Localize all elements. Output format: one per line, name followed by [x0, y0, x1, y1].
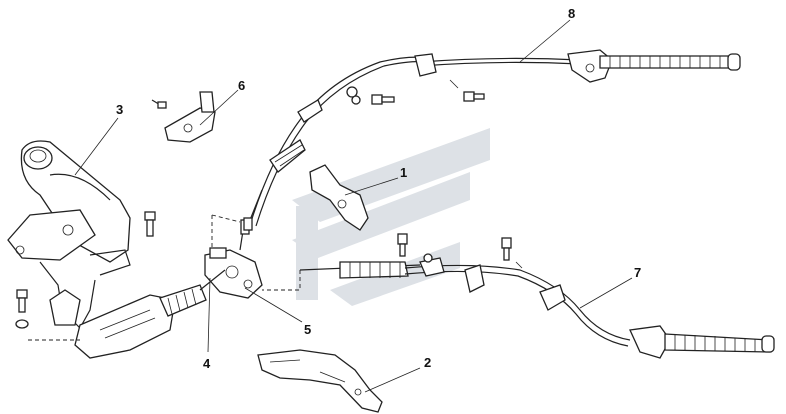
bolt-icon [397, 233, 408, 257]
leader-line-6 [199, 89, 239, 126]
callout-8: 8 [568, 6, 575, 21]
bolt-icon [15, 289, 29, 329]
leader-line-1 [344, 177, 399, 196]
leader-line-2 [364, 367, 421, 393]
bolt-icon [501, 237, 523, 269]
watermark-logo [292, 128, 490, 306]
callout-2: 2 [424, 355, 431, 370]
callout-4: 4 [203, 356, 211, 371]
callout-7: 7 [634, 265, 641, 280]
leader-line-7 [579, 277, 633, 309]
lower-bracket [257, 349, 383, 413]
nut-icon [346, 86, 361, 105]
center-cable [243, 56, 431, 231]
nut-icon [423, 253, 433, 263]
leader-line-8 [519, 19, 571, 63]
bolt-icon [371, 94, 395, 105]
connection-line [211, 214, 241, 223]
leader-line-3 [74, 117, 119, 176]
callout-3: 3 [116, 102, 123, 117]
front-cable [28, 269, 226, 359]
cable-bracket [151, 91, 216, 143]
rear-cable-left [299, 257, 775, 359]
cable-equalizer [204, 217, 263, 299]
callout-1: 1 [400, 165, 407, 180]
callout-5: 5 [304, 322, 311, 337]
rear-cable-right [414, 49, 741, 83]
callout-6: 6 [238, 78, 245, 93]
cable-mount-bracket [309, 164, 369, 231]
bolt-icon [449, 79, 485, 102]
handbrake-lever [7, 140, 131, 329]
leader-line-5 [244, 287, 303, 323]
connection-line [262, 270, 301, 291]
bolt-icon [144, 211, 156, 237]
leader-line-4 [207, 277, 211, 353]
